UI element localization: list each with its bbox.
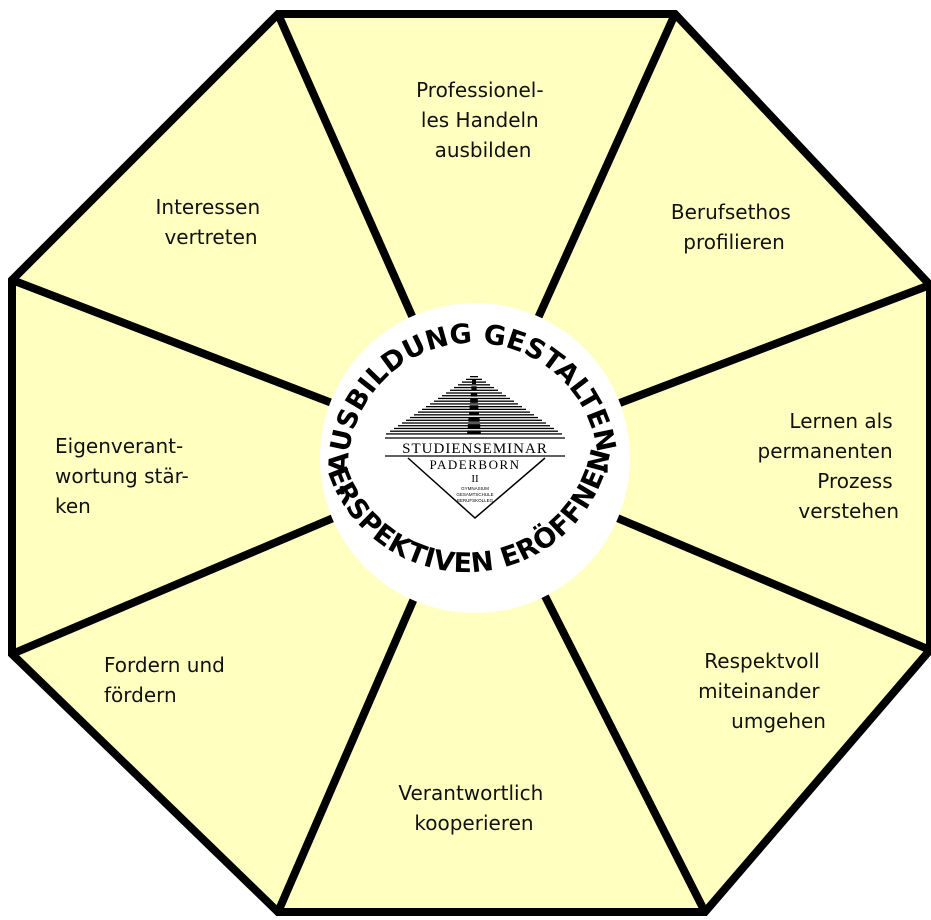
label-fordern-line: fördern xyxy=(104,683,177,707)
label-eigenverantwortung-line: ken xyxy=(55,494,91,518)
label-lernen: Lernen als permanenten Prozess verstehen xyxy=(758,409,899,523)
logo-stripe xyxy=(430,403,518,405)
logo-pyramid-icon xyxy=(386,376,562,435)
label-professional-line: Professionel- xyxy=(416,78,543,102)
label-interessen: Interessen vertreten xyxy=(156,195,267,249)
label-berufsethos-line: profilieren xyxy=(683,230,785,254)
logo-stripe xyxy=(422,408,526,411)
logo-tower-block xyxy=(472,380,476,384)
label-eigenverantwortung: Eigenverant- wortung stär- ken xyxy=(55,434,195,518)
logo-tower-block xyxy=(470,398,478,403)
logo-stripe xyxy=(402,422,546,424)
segment-labels: Professionel- les Handeln ausbilden Beru… xyxy=(55,78,899,835)
logo-stripe xyxy=(438,397,510,400)
label-respektvoll: Respektvoll miteinander umgehen xyxy=(698,649,826,733)
logo-stripe xyxy=(410,416,538,419)
label-berufsethos: Berufsethos profilieren xyxy=(671,200,797,254)
logo-stripe xyxy=(394,427,554,430)
logo-tower-block xyxy=(471,386,477,391)
label-eigenverantwortung-line: Eigenverant- xyxy=(55,434,183,458)
label-lernen-line: Lernen als xyxy=(789,409,892,433)
label-verantwortlich: Verantwortlich kooperieren xyxy=(398,781,549,835)
logo-tower-block xyxy=(469,411,479,416)
segment-professional xyxy=(278,14,675,450)
segment-verantwortlich xyxy=(278,450,705,912)
label-respektvoll-line: umgehen xyxy=(731,709,826,733)
label-eigenverantwortung-line: wortung stär- xyxy=(55,464,189,488)
studienseminar-logo: STUDIENSEMINAR PADERBORN II GYMNASIUM GE… xyxy=(385,376,565,519)
segment-fordern xyxy=(12,450,475,912)
label-verantwortlich-line: kooperieren xyxy=(414,811,533,835)
logo-small2: GESAMTSCHULE xyxy=(456,492,493,497)
segments xyxy=(12,14,930,912)
label-interessen-line: vertreten xyxy=(164,225,257,249)
label-professional-line: ausbilden xyxy=(435,138,532,162)
logo-triangle xyxy=(407,457,546,519)
label-professional-line: les Handeln xyxy=(421,108,539,132)
segment-berufsethos xyxy=(475,14,930,450)
logo-tower-block xyxy=(469,405,479,410)
center-circle xyxy=(320,303,630,613)
label-verantwortlich-line: Verantwortlich xyxy=(398,781,543,805)
label-professional: Professionel- les Handeln ausbilden xyxy=(416,78,550,162)
logo-tower-block xyxy=(468,417,480,422)
label-respektvoll-line: Respektvoll xyxy=(704,649,819,673)
label-respektvoll-line: miteinander xyxy=(698,679,820,703)
label-lernen-line: verstehen xyxy=(798,499,899,523)
logo-stripe xyxy=(466,378,482,381)
segment-respektvoll xyxy=(475,450,930,912)
logo-tower-block xyxy=(467,424,481,429)
logo-small3: BERUFSKOLLEG xyxy=(457,498,494,503)
segment-interessen xyxy=(12,14,475,450)
label-berufsethos-line: Berufsethos xyxy=(671,200,791,224)
octagon-outline xyxy=(8,10,931,916)
logo-line1: STUDIENSEMINAR xyxy=(402,441,548,457)
label-lernen-line: permanenten xyxy=(758,439,893,463)
segment-lernen xyxy=(475,285,930,650)
logo-line3: II xyxy=(471,473,479,485)
logo-line2: PADERBORN xyxy=(429,457,520,472)
label-fordern: Fordern und fördern xyxy=(104,653,231,707)
logo-tower-block xyxy=(470,392,478,397)
label-interessen-line: Interessen xyxy=(156,195,261,219)
logo-stripe xyxy=(458,384,490,386)
label-fordern-line: Fordern und xyxy=(104,653,225,677)
logo-small1: GYMNASIUM xyxy=(461,486,489,491)
segment-eigenverantwortung xyxy=(12,280,475,654)
label-lernen-line: Prozess xyxy=(817,469,892,493)
logo-tower-block xyxy=(467,430,481,435)
logo-stripe xyxy=(470,376,478,378)
